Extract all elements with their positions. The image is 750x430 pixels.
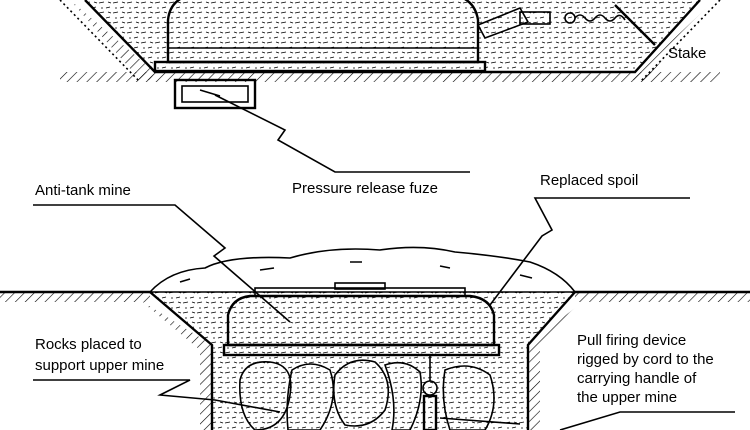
upper-firing-device bbox=[476, 4, 656, 46]
label-replaced-spoil: Replaced spoil bbox=[540, 172, 638, 189]
label-anti-tank-mine: Anti-tank mine bbox=[35, 182, 131, 199]
leader-pull-device bbox=[439, 411, 735, 430]
replaced-spoil-mound bbox=[148, 246, 577, 293]
stake-icon bbox=[614, 4, 656, 46]
label-pull-device-line4: the upper mine bbox=[577, 389, 677, 406]
pressure-release-fuze bbox=[173, 78, 257, 110]
lower-hole-section bbox=[140, 291, 585, 430]
ground-surface bbox=[0, 290, 750, 302]
leader-fuze bbox=[214, 94, 470, 173]
upper-mine bbox=[153, 0, 487, 73]
label-pull-device-line3: carrying handle of bbox=[577, 370, 697, 387]
leader-anti-tank-mine bbox=[33, 204, 291, 323]
supporting-rocks bbox=[238, 359, 495, 430]
lower-mine bbox=[222, 282, 501, 357]
label-pull-device-line2: rigged by cord to the bbox=[577, 351, 714, 368]
label-rocks-line1: Rocks placed to bbox=[35, 336, 142, 353]
label-rocks-line2: support upper mine bbox=[35, 357, 164, 374]
label-stake: Stake bbox=[668, 45, 706, 62]
label-pull-device-line1: Pull firing device bbox=[577, 332, 686, 349]
label-pressure-release-fuze: Pressure release fuze bbox=[292, 180, 438, 197]
leader-replaced-spoil bbox=[489, 197, 690, 306]
lower-pull-firing-device bbox=[422, 355, 438, 430]
leader-rocks bbox=[33, 379, 281, 413]
